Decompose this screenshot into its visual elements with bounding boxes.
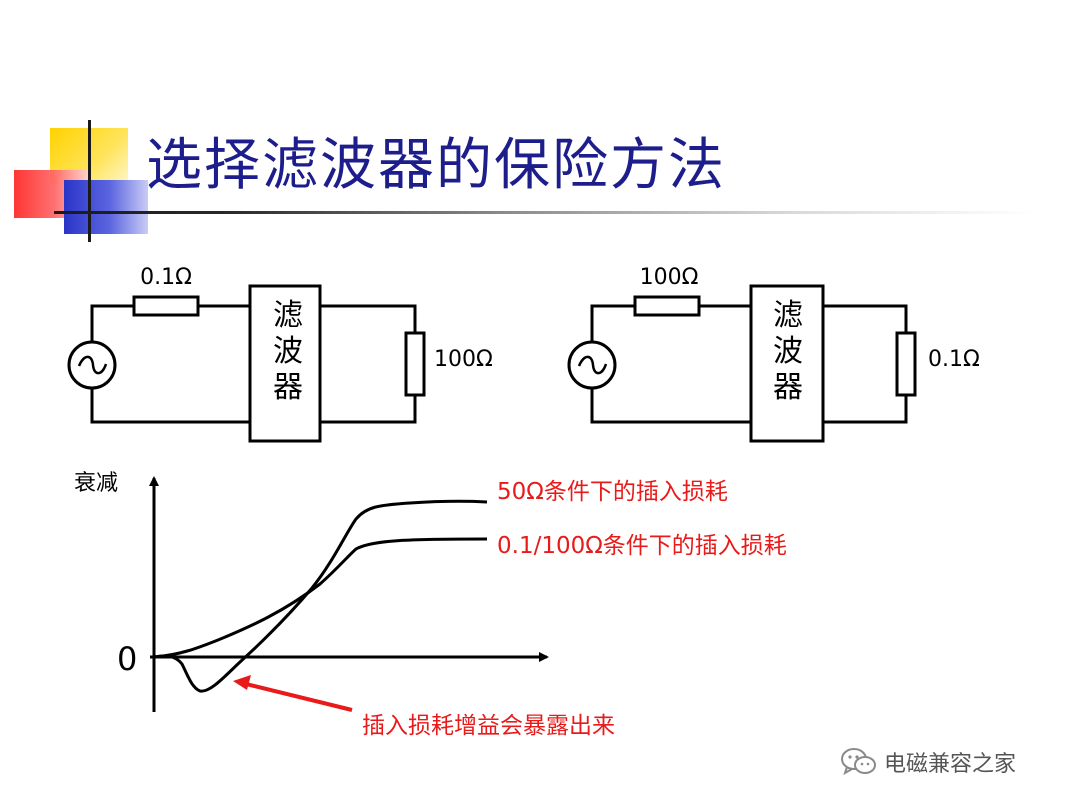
circuit-1 xyxy=(67,284,426,443)
y-axis-label: 衰减 xyxy=(74,471,118,496)
annotation-arrowhead xyxy=(233,675,251,690)
circuit-1-load-resistor-label: 100Ω xyxy=(434,347,493,372)
decor-vertical-line xyxy=(88,120,91,242)
circuit-2-right-wires xyxy=(823,304,908,424)
circuit-1-filter-char-2: 波 xyxy=(273,334,303,369)
zero-label: 0 xyxy=(117,640,137,678)
wechat-icon xyxy=(841,748,876,776)
circuit-1-source-resistor-label: 0.1Ω xyxy=(140,265,192,290)
circuit-1-right-wires xyxy=(320,304,417,424)
circuit-1-filter-char-1: 滤 xyxy=(273,298,303,333)
watermark-text: 电磁兼容之家 xyxy=(884,752,1017,777)
circuit-2-filter-char-2: 波 xyxy=(773,334,803,369)
circuit-1-filter-char-3: 器 xyxy=(273,370,303,405)
circuit-2-filter-char-3: 器 xyxy=(773,370,803,405)
circuit-2-left-wires xyxy=(590,304,751,424)
load-resistor xyxy=(895,331,917,397)
annotation-arrow-line xyxy=(241,681,353,712)
source-resistor xyxy=(132,295,200,317)
ac-source-icon xyxy=(567,340,617,390)
circuit-2-filter-char-1: 滤 xyxy=(773,298,803,333)
load-resistor xyxy=(404,331,426,397)
curve-0.1-100-ohm xyxy=(153,537,488,659)
curve-0.1-100-ohm-label: 0.1/100Ω条件下的插入损耗 xyxy=(497,533,787,559)
curve-50-ohm xyxy=(153,499,488,693)
circuit-2-source-resistor-label: 100Ω xyxy=(640,265,699,290)
slide-title: 选择滤波器的保险方法 xyxy=(146,133,726,198)
watermark: 电磁兼容之家 xyxy=(840,742,1016,782)
sine-wave-icon xyxy=(77,355,108,375)
curve-50-ohm-label: 50Ω条件下的插入损耗 xyxy=(497,479,728,505)
title-underline xyxy=(54,211,1034,214)
annotation-text: 插入损耗增益会暴露出来 xyxy=(362,713,615,739)
decor-blue-square xyxy=(64,180,148,234)
circuit-2-load-resistor-label: 0.1Ω xyxy=(928,347,980,372)
ac-source-icon xyxy=(67,340,117,390)
plot xyxy=(149,476,549,712)
filter-box xyxy=(749,284,825,443)
circuit-2 xyxy=(567,284,917,443)
sine-wave-icon xyxy=(577,355,608,375)
circuit-1-left-wires xyxy=(90,304,250,424)
filter-box xyxy=(248,284,322,443)
source-resistor xyxy=(633,295,701,317)
